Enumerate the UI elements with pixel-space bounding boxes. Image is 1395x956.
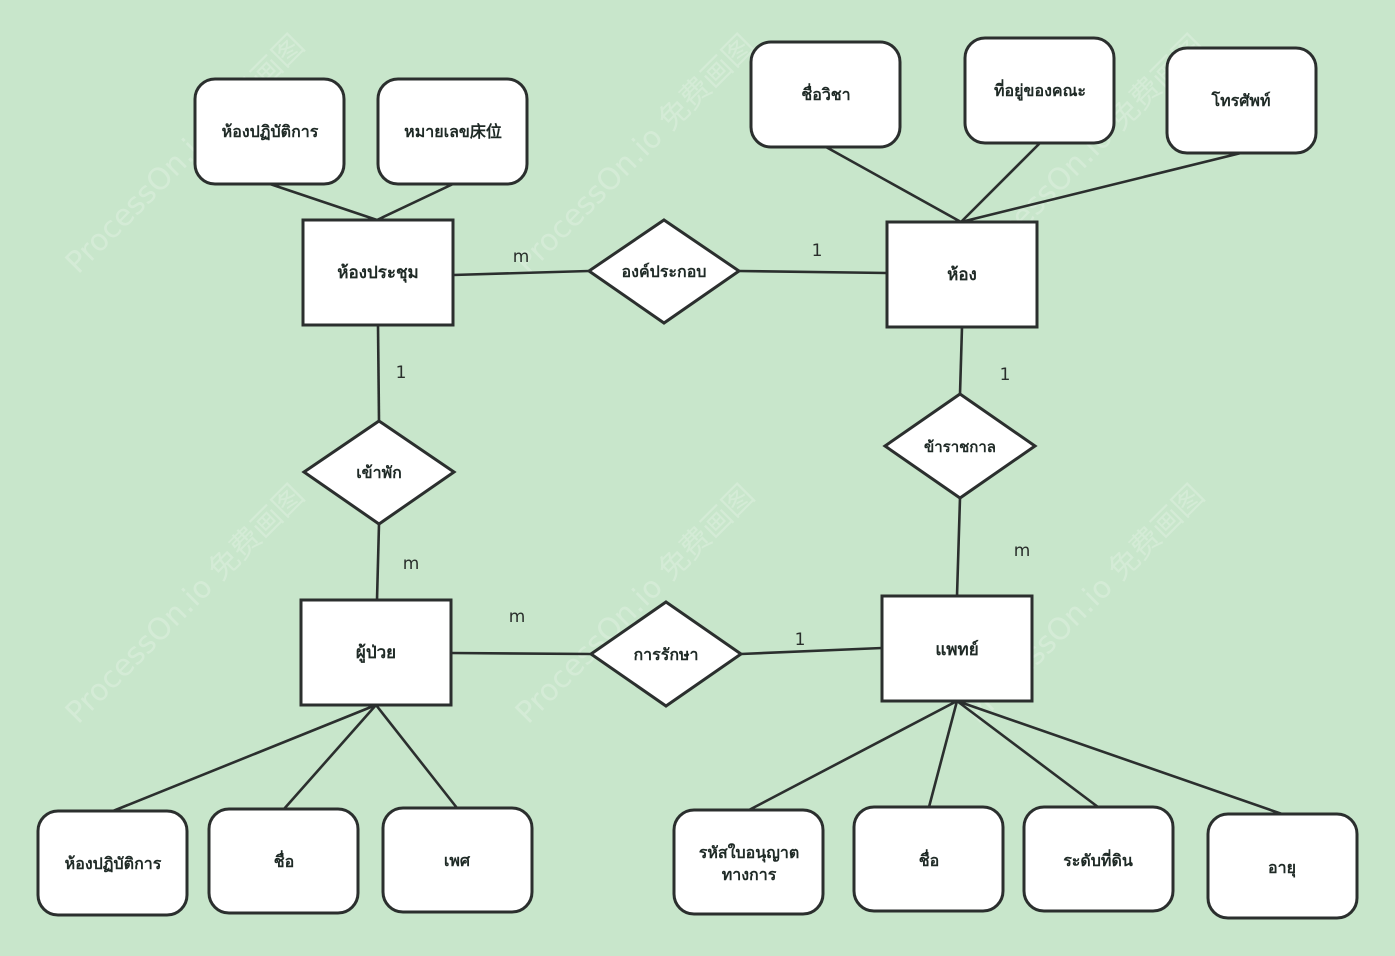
- relationship-treatment-label: การรักษา: [633, 645, 698, 664]
- connector-meeting-admit: [376, 324, 381, 422]
- cardinality-doctor-treat: 1: [795, 630, 806, 650]
- connector-room-civil: [958, 326, 964, 395]
- connector-room-phone: [960, 151, 1242, 224]
- entity-room[interactable]: ห้อง: [885, 220, 1039, 329]
- attribute-room-subject-label: ชื่อวิชา: [801, 83, 850, 104]
- relationship-civil-servant[interactable]: ข้าราชกาล: [882, 392, 1038, 500]
- connector-doctor-age: [956, 699, 1283, 816]
- attribute-patient-lab-label: ห้องปฏิบัติการ: [65, 854, 162, 873]
- relationship-civil-servant-label: ข้าราชกาล: [924, 438, 996, 456]
- connector-room-faculty: [960, 142, 1041, 223]
- connector-meeting-lab: [269, 182, 378, 222]
- cardinality-doctor-civil: m: [1014, 541, 1031, 561]
- connector-doctor-rank: [956, 699, 1099, 809]
- cardinality-room-civil: 1: [1000, 365, 1011, 385]
- attribute-layer: ห้องปฏิบัติการ หมายเลข床位 ชื่อวิชา ที่อยู…: [36, 36, 1359, 920]
- attribute-doctor-license-label-line2: ทางการ: [722, 865, 777, 884]
- entity-meeting-room-label: ห้องประชุม: [337, 263, 419, 283]
- attribute-meeting-bed-no[interactable]: หมายเลข床位: [376, 77, 529, 186]
- attribute-room-subject[interactable]: ชื่อวิชา: [749, 40, 902, 149]
- connector-patient-sex: [374, 704, 459, 809]
- attribute-doctor-rank[interactable]: ระดับที่ดิน: [1022, 805, 1175, 913]
- connector-civil-doctor: [955, 497, 962, 597]
- connector-patient-name: [283, 704, 377, 810]
- entity-patient-label: ผู้ป่วย: [356, 643, 396, 664]
- connector-compose-room: [738, 269, 888, 275]
- attribute-doctor-age[interactable]: อายุ: [1206, 812, 1359, 920]
- cardinality-patient-admit: m: [403, 554, 420, 574]
- connector-meeting-bed: [376, 182, 454, 222]
- cardinality-meeting-compose: m: [513, 247, 530, 267]
- relationship-treatment[interactable]: การรักษา: [588, 600, 744, 708]
- attribute-doctor-license[interactable]: รหัสใบอนุญาต ทางการ: [672, 808, 825, 916]
- attribute-room-phone[interactable]: โทรศัพท์: [1165, 46, 1318, 155]
- attribute-patient-sex-label: เพศ: [444, 851, 471, 870]
- cardinality-layer: m 1 1 m 1 m m 1: [396, 241, 1031, 650]
- attribute-meeting-bed-no-label: หมายเลข床位: [404, 122, 502, 141]
- connector-doctor-name: [927, 700, 959, 808]
- entity-doctor[interactable]: แพทย์: [880, 594, 1034, 703]
- relationship-admit[interactable]: เข้าพัก: [301, 419, 457, 526]
- connector-room-subject: [825, 145, 962, 224]
- connector-layer: [112, 142, 1283, 816]
- relationship-layer: องค์ประกอบ เข้าพัก ข้าราชกาล การรักษา: [301, 218, 1038, 708]
- relationship-compose-label: องค์ประกอบ: [622, 262, 707, 281]
- relationship-compose[interactable]: องค์ประกอบ: [586, 218, 742, 325]
- attribute-patient-name-label: ชื่อ: [274, 850, 294, 871]
- attribute-patient-sex[interactable]: เพศ: [381, 806, 534, 914]
- attribute-patient-name[interactable]: ชื่อ: [207, 807, 360, 915]
- connector-patient-lab: [112, 703, 377, 813]
- relationship-admit-label: เข้าพัก: [356, 463, 402, 482]
- attribute-meeting-lab[interactable]: ห้องปฏิบัติการ: [193, 77, 346, 186]
- connector-admit-patient: [375, 523, 381, 601]
- attribute-doctor-name[interactable]: ชื่อ: [852, 805, 1005, 913]
- cardinality-meeting-admit: 1: [396, 363, 407, 383]
- attribute-doctor-rank-label: ระดับที่ดิน: [1063, 849, 1133, 870]
- entity-meeting-room[interactable]: ห้องประชุม: [301, 218, 455, 327]
- connector-doctor-license: [748, 699, 958, 812]
- cardinality-patient-treat: m: [509, 607, 526, 627]
- attribute-patient-lab[interactable]: ห้องปฏิบัติการ: [36, 809, 189, 917]
- entity-doctor-label: แพทย์: [935, 639, 978, 660]
- entity-room-label: ห้อง: [947, 265, 977, 285]
- attribute-doctor-age-label: อายุ: [1268, 858, 1296, 878]
- attribute-room-phone-label: โทรศัพท์: [1211, 90, 1271, 110]
- entity-patient[interactable]: ผู้ป่วย: [299, 598, 453, 707]
- watermark-text: ProcessOn.io 免费画图: [59, 478, 312, 731]
- connector-patient-treat: [450, 651, 592, 656]
- connector-treat-doctor: [740, 646, 883, 656]
- attribute-doctor-license-label-line1: รหัสใบอนุญาต: [699, 843, 799, 863]
- attribute-doctor-name-label: ชื่อ: [919, 849, 939, 870]
- attribute-room-faculty-address-label: ที่อยู่ของคณะ: [994, 79, 1086, 102]
- attribute-room-faculty-address[interactable]: ที่อยู่ของคณะ: [963, 36, 1116, 145]
- attribute-meeting-lab-label: ห้องปฏิบัติการ: [222, 122, 319, 141]
- cardinality-room-compose: 1: [812, 241, 823, 261]
- connector-meeting-compose: [452, 269, 590, 277]
- entity-layer: ห้องประชุม ห้อง ผู้ป่วย แพทย์: [299, 218, 1039, 707]
- watermark-text: ProcessOn.io 免费画图: [509, 478, 762, 731]
